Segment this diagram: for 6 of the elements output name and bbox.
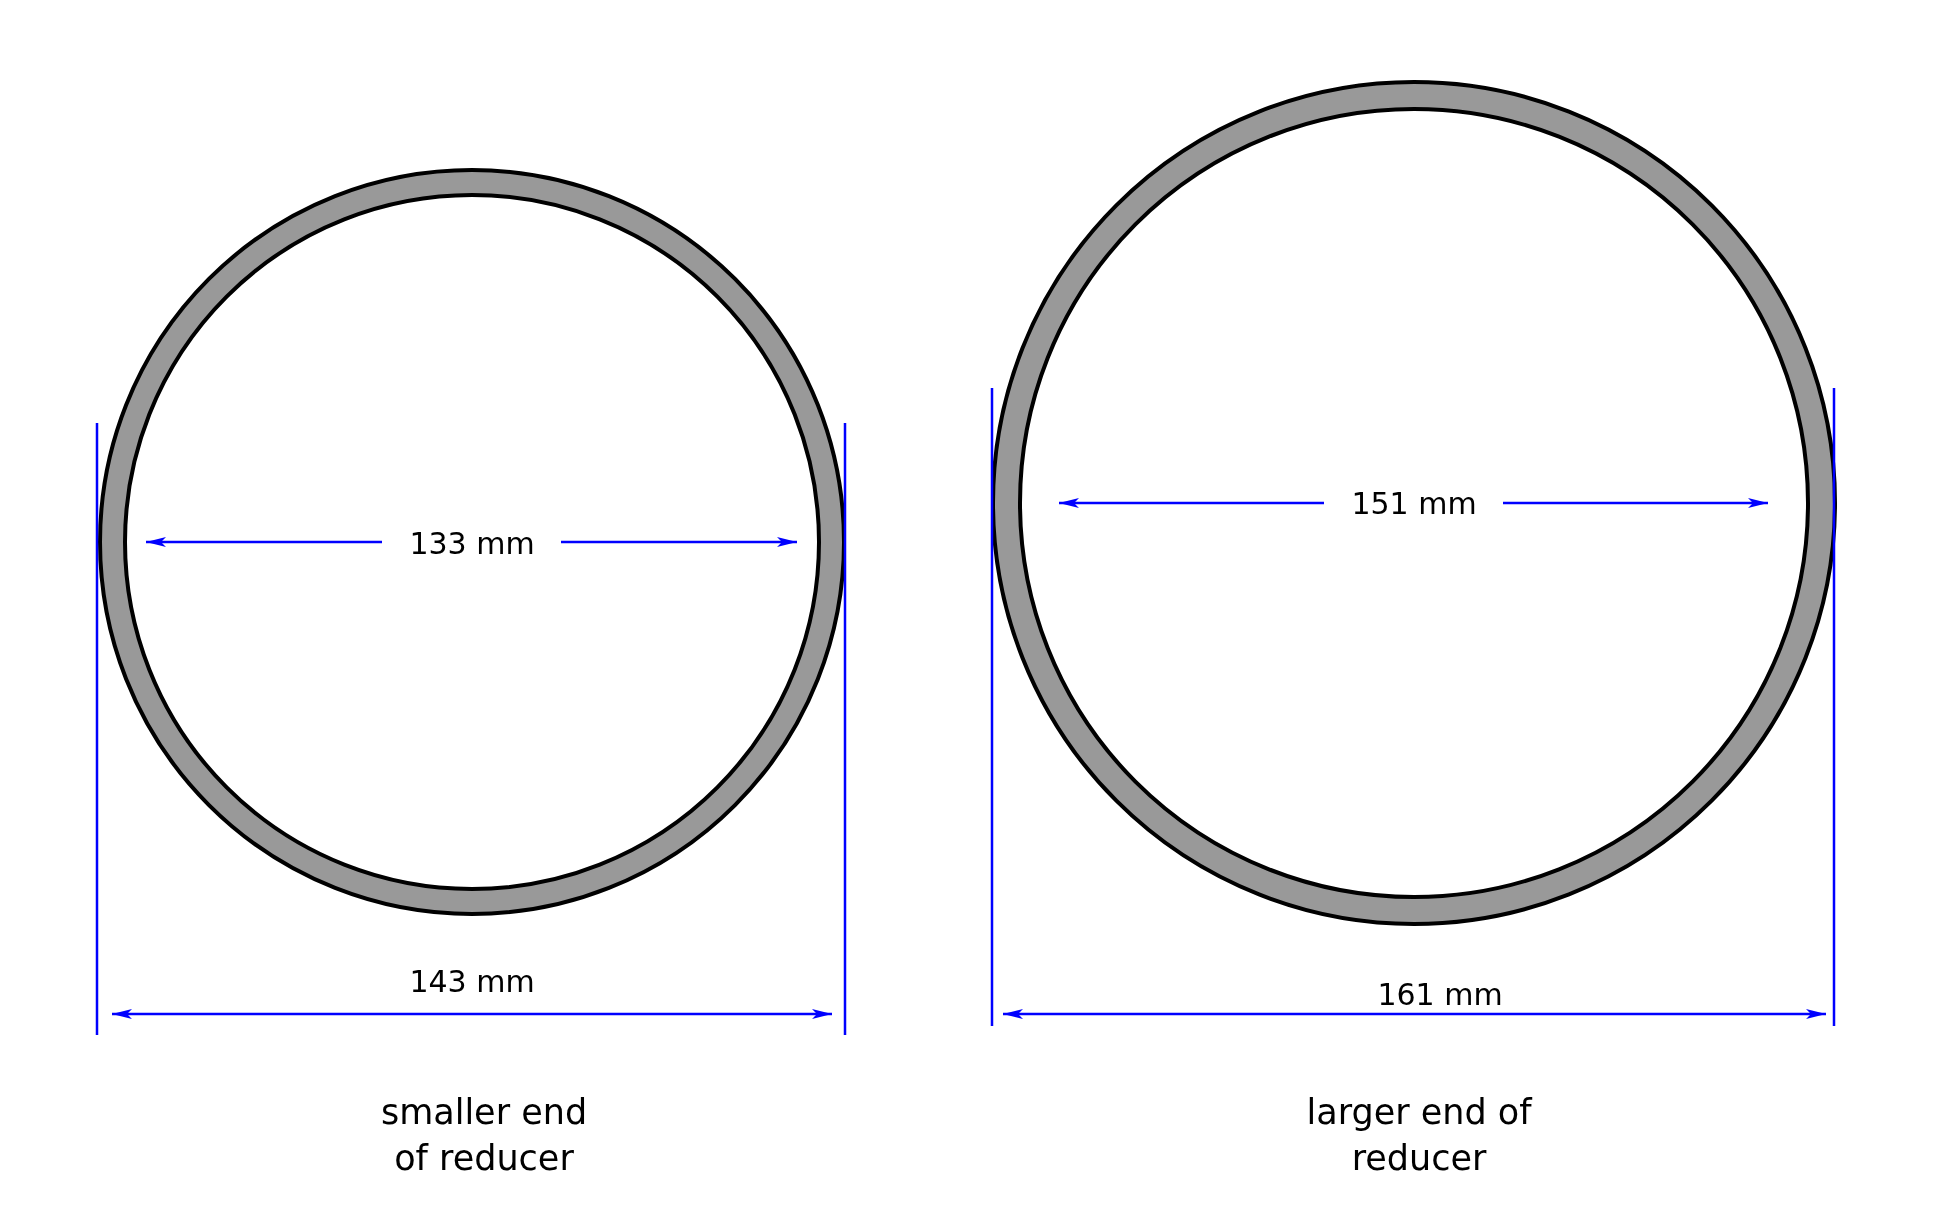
dimension-label: 143 mm (409, 962, 535, 1001)
dimension-label: 133 mm (409, 524, 535, 563)
dimension-label: 151 mm (1351, 484, 1477, 523)
caption-text: larger end of reducer (1305, 1090, 1534, 1179)
dimension-label: 161 mm (1377, 975, 1503, 1014)
caption-text: smaller end of reducer (379, 1090, 589, 1179)
